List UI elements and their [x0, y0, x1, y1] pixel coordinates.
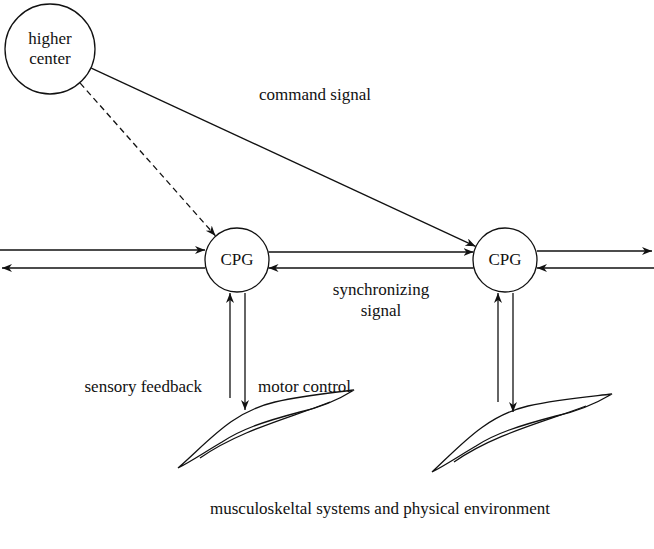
edge-label: synchronizing signal	[318, 279, 444, 322]
muscle-fiber	[200, 402, 330, 458]
input-arrow	[537, 267, 654, 268]
control-arrow	[512, 293, 513, 412]
edge-label: command signal	[240, 84, 390, 105]
muscle-fiber	[454, 406, 586, 462]
signal-arrow	[269, 267, 474, 268]
muscle-shape	[432, 394, 612, 472]
node-text: CPG	[488, 250, 521, 270]
feedback-arrow	[497, 293, 498, 402]
control-center-circle: higher center	[4, 3, 96, 95]
output-arrow	[537, 250, 652, 251]
signal-label: sensory feedback	[60, 376, 202, 397]
cpg-circle: CPG	[204, 227, 270, 293]
caption-text: musculoskeltal systems and physical envi…	[120, 498, 640, 519]
feedback-arrow	[229, 293, 230, 398]
dashed-arrow	[80, 83, 215, 236]
node-text: higher center	[19, 29, 81, 68]
cpg-circle: CPG	[472, 227, 538, 293]
node-text: CPG	[220, 250, 253, 270]
muscle-shape	[178, 390, 354, 468]
signal-arrow	[269, 251, 474, 252]
input-arrow	[0, 249, 205, 250]
signal-arrow	[91, 68, 475, 246]
output-arrow	[2, 267, 205, 268]
signal-label: motor control	[258, 376, 388, 397]
control-arrow	[244, 293, 245, 410]
